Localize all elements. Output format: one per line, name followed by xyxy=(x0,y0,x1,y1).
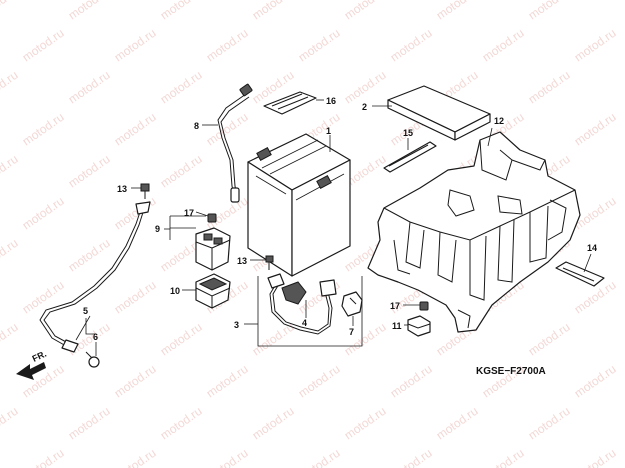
watermark-text: motod.ru xyxy=(434,404,481,443)
watermark-text: motod.ru xyxy=(0,404,21,443)
callout-4: 4 xyxy=(302,318,307,328)
direction-label: FR. xyxy=(31,349,48,364)
watermark-text: motod.ru xyxy=(20,110,67,149)
watermark-text: motod.ru xyxy=(480,446,527,468)
positive-cable xyxy=(267,273,337,335)
callout-12: 12 xyxy=(494,116,504,126)
watermark-text: motod.ru xyxy=(0,236,21,275)
watermark-text: motod.ru xyxy=(0,320,21,359)
watermark-text: motod.ru xyxy=(66,0,113,22)
callout-14: 14 xyxy=(587,243,597,253)
leader-lines xyxy=(75,99,592,356)
watermark-text: motod.ru xyxy=(388,446,435,468)
callout-brackets xyxy=(85,215,363,347)
watermark-text: motod.ru xyxy=(158,320,205,359)
watermark-text: motod.ru xyxy=(526,320,573,359)
watermark-text: motod.ru xyxy=(66,320,113,359)
watermark-text: motod.ru xyxy=(66,152,113,191)
watermark-text: motod.ru xyxy=(296,362,343,401)
watermark-text: motod.ru xyxy=(296,26,343,65)
rubber-band-14 xyxy=(555,261,605,287)
watermark-text: motod.ru xyxy=(572,362,619,401)
callout-5: 5 xyxy=(83,306,88,316)
watermark-text: motod.ru xyxy=(66,236,113,275)
watermark-text: motod.ru xyxy=(342,68,389,107)
callout-9: 9 xyxy=(155,224,160,234)
watermark-text: motod.ru xyxy=(20,194,67,233)
watermark-text: motod.ru xyxy=(204,362,251,401)
watermark-text: motod.ru xyxy=(296,446,343,468)
watermark-text: motod.ru xyxy=(388,26,435,65)
watermark-text: motod.ru xyxy=(480,26,527,65)
battery-strap xyxy=(263,91,317,115)
watermark-text: motod.ru xyxy=(0,152,21,191)
callout-8: 8 xyxy=(194,121,199,131)
negative-cable xyxy=(39,201,151,353)
watermark-text: motod.ru xyxy=(526,404,573,443)
battery-tray xyxy=(367,131,581,333)
bolt-6 xyxy=(85,351,100,368)
terminal-cover-7 xyxy=(341,291,363,317)
watermark-text: motod.ru xyxy=(66,404,113,443)
bolt-13-lower xyxy=(265,255,274,270)
watermark-text: motod.ru xyxy=(342,320,389,359)
watermark-text: motod.ru xyxy=(572,26,619,65)
watermark-text: motod.ru xyxy=(526,68,573,107)
callout-16: 16 xyxy=(326,96,336,106)
callout-1: 1 xyxy=(326,126,331,136)
callout-10: 10 xyxy=(170,286,180,296)
watermark-text: motod.ru xyxy=(158,68,205,107)
watermark-text: motod.ru xyxy=(572,110,619,149)
watermark-text: motod.ru xyxy=(112,446,159,468)
callout-labels: 1 2 3 4 5 6 7 8 9 10 11 12 13 13 14 15 1… xyxy=(83,96,597,342)
relay-cover xyxy=(195,273,231,309)
callout-11: 11 xyxy=(392,321,402,331)
callout-6: 6 xyxy=(93,332,98,342)
callout-17-lower: 17 xyxy=(390,301,400,311)
bolt-13-upper xyxy=(140,183,150,199)
diagram-code: KGSE−F2700A xyxy=(476,366,546,377)
callout-13-upper: 13 xyxy=(117,184,127,194)
connector-11 xyxy=(407,315,431,337)
watermark-text: motod.ru xyxy=(66,68,113,107)
watermark-text: motod.ru xyxy=(250,0,297,22)
callout-17-upper: 17 xyxy=(184,208,194,218)
watermark-text: motod.ru xyxy=(0,68,21,107)
callout-13-lower: 13 xyxy=(237,256,247,266)
watermark-text: motod.ru xyxy=(572,446,619,468)
watermark-text: motod.ru xyxy=(20,446,67,468)
callout-2: 2 xyxy=(362,102,367,112)
fuse-17 xyxy=(419,301,429,311)
watermark-text: motod.ru xyxy=(112,26,159,65)
watermark-text: motod.ru xyxy=(158,152,205,191)
arrow-left-icon xyxy=(16,362,46,380)
watermark-text: motod.ru xyxy=(158,404,205,443)
starter-relay xyxy=(195,213,231,271)
breather-wire xyxy=(217,83,253,203)
watermark-text: motod.ru xyxy=(434,0,481,22)
watermark-text: motod.ru xyxy=(204,446,251,468)
rubber-band-15 xyxy=(383,141,437,173)
watermark-text: motod.ru xyxy=(388,362,435,401)
watermark-text: motod.ru xyxy=(112,110,159,149)
callout-7: 7 xyxy=(349,327,354,337)
callout-15: 15 xyxy=(403,128,413,138)
watermark-text: motod.ru xyxy=(250,404,297,443)
watermark-text: motod.ru xyxy=(20,278,67,317)
watermark-text: motod.ru xyxy=(0,0,21,22)
watermark-text: motod.ru xyxy=(342,0,389,22)
watermark-text: motod.ru xyxy=(526,0,573,22)
watermark-text: motod.ru xyxy=(158,0,205,22)
watermark-text: motod.ru xyxy=(342,404,389,443)
watermark-text: motod.ru xyxy=(204,194,251,233)
watermark-text: motod.ru xyxy=(112,278,159,317)
callout-3: 3 xyxy=(234,320,239,330)
battery xyxy=(247,133,351,277)
watermark-text: motod.ru xyxy=(204,26,251,65)
battery-cover-lid xyxy=(387,85,491,141)
watermark-text: motod.ru xyxy=(112,362,159,401)
watermark-text: motod.ru xyxy=(20,26,67,65)
